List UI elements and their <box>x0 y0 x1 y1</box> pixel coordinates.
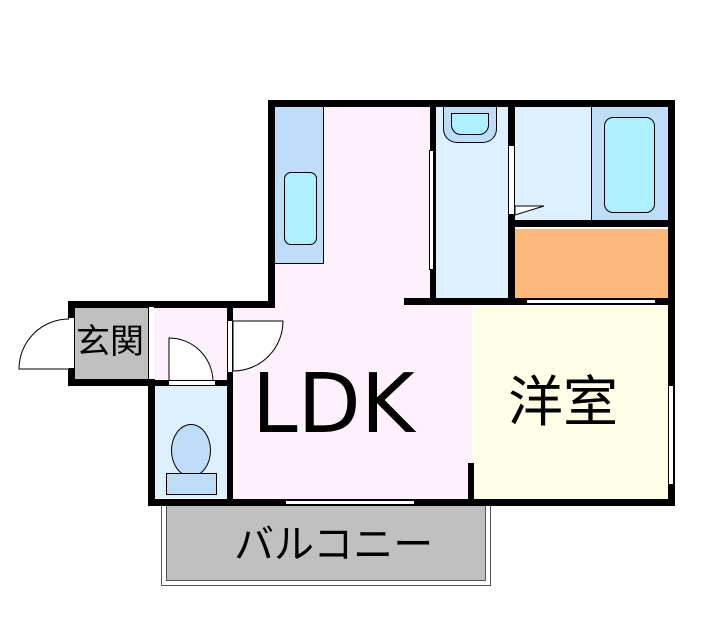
bathroom-door-gap <box>508 145 515 215</box>
entrance-door-swing-icon[interactable] <box>18 318 70 370</box>
closet <box>515 229 668 300</box>
toilet-door-gap <box>168 380 216 386</box>
wall <box>68 379 155 386</box>
wall <box>508 220 675 227</box>
entrance-label: 玄関 <box>76 322 144 362</box>
wall <box>148 379 155 506</box>
balcony <box>166 504 486 581</box>
western-room-label: 洋室 <box>508 370 619 434</box>
wall <box>268 100 275 307</box>
balcony-label: バルコニー <box>234 522 434 568</box>
bathroom-door-icon <box>514 205 545 216</box>
wall <box>268 100 674 107</box>
ldk-door-swing-icon[interactable] <box>232 320 286 374</box>
wall <box>68 301 275 308</box>
entrance <box>75 307 148 380</box>
balcony-window <box>285 500 415 505</box>
hall-door-gap <box>148 307 154 379</box>
toilet-door-swing-icon[interactable] <box>168 337 216 383</box>
washbasin-bowl-icon <box>451 113 489 135</box>
wall <box>468 463 474 503</box>
toilet-tank-icon <box>166 473 217 495</box>
western-room <box>473 307 668 500</box>
kitchen-sink-icon <box>284 172 317 245</box>
western-window <box>668 385 674 485</box>
bathtub-icon <box>604 117 655 213</box>
wall <box>227 307 233 500</box>
ldk-label: LDK <box>252 357 415 452</box>
closet-sliding-door[interactable] <box>526 299 656 304</box>
toilet-bowl-icon <box>171 424 211 477</box>
washroom-sliding-door[interactable] <box>429 150 434 270</box>
